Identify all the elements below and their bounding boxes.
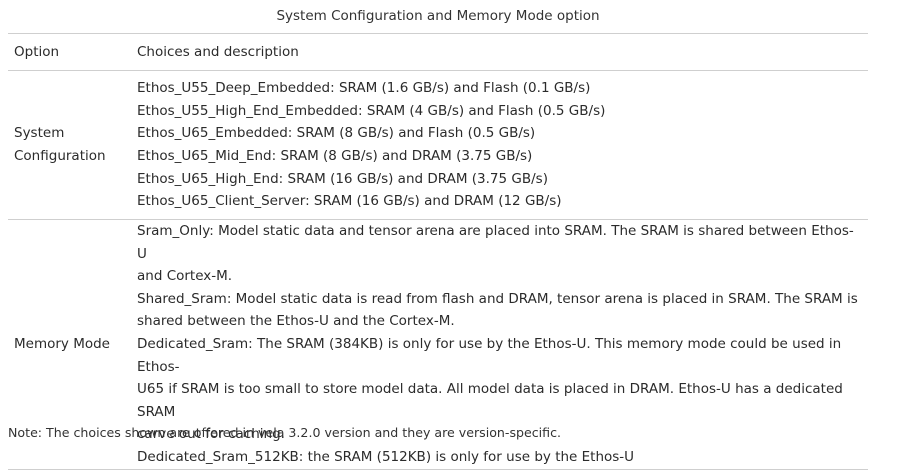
choice-line: and Cortex-M. bbox=[137, 268, 233, 285]
option-cell-memory-mode: Memory Mode bbox=[8, 220, 137, 470]
choice-line: Dedicated_Sram_512KB: the SRAM (512KB) i… bbox=[137, 448, 635, 465]
choice-line: U65 if SRAM is too small to store model … bbox=[137, 381, 843, 420]
choice-line: Ethos_U55_High_End_Embedded: SRAM (4 GB/… bbox=[137, 102, 606, 119]
option-label-line: Memory Mode bbox=[14, 335, 110, 352]
choices-cell-memory-mode: Sram_Only: Model static data and tensor … bbox=[137, 220, 868, 470]
option-label-line: System bbox=[14, 125, 65, 142]
choice-line: Ethos_U55_Deep_Embedded: SRAM (1.6 GB/s)… bbox=[137, 80, 591, 97]
choices-cell-system-configuration: Ethos_U55_Deep_Embedded: SRAM (1.6 GB/s)… bbox=[137, 71, 868, 220]
choice-line: Ethos_U65_Mid_End: SRAM (8 GB/s) and DRA… bbox=[137, 148, 533, 164]
choice-line: Dedicated_Sram: The SRAM (384KB) is only… bbox=[137, 335, 842, 375]
version-note: Note: The choices shown are offered in v… bbox=[8, 425, 562, 440]
choice-line: Ethos_U65_High_End: SRAM (16 GB/s) and D… bbox=[137, 170, 548, 187]
choice-line: Ethos_U65_Client_Server: SRAM (16 GB/s) … bbox=[137, 193, 562, 210]
table-row-system-configuration: System Configuration Ethos_U55_Deep_Embe… bbox=[8, 70, 868, 220]
table-row-memory-mode: Memory Mode Sram_Only: Model static data… bbox=[8, 219, 868, 470]
option-cell-system-configuration: System Configuration bbox=[8, 71, 137, 220]
options-table: Option Choices and description System Co… bbox=[8, 33, 868, 470]
choice-line: Shared_Sram: Model static data is read f… bbox=[137, 290, 858, 307]
table-header-row: Option Choices and description bbox=[8, 33, 868, 71]
choice-line: carve out for caching. bbox=[137, 426, 285, 443]
header-choices: Choices and description bbox=[137, 43, 299, 60]
choice-line: Ethos_U65_Embedded: SRAM (8 GB/s) and Fl… bbox=[137, 125, 536, 142]
table-caption: System Configuration and Memory Mode opt… bbox=[276, 8, 600, 24]
header-option: Option bbox=[14, 43, 60, 60]
choice-line: Sram_Only: Model static data and tensor … bbox=[137, 223, 854, 262]
choice-line: shared between the Ethos-U and the Corte… bbox=[137, 313, 455, 330]
option-label-line: Configuration bbox=[14, 148, 106, 164]
